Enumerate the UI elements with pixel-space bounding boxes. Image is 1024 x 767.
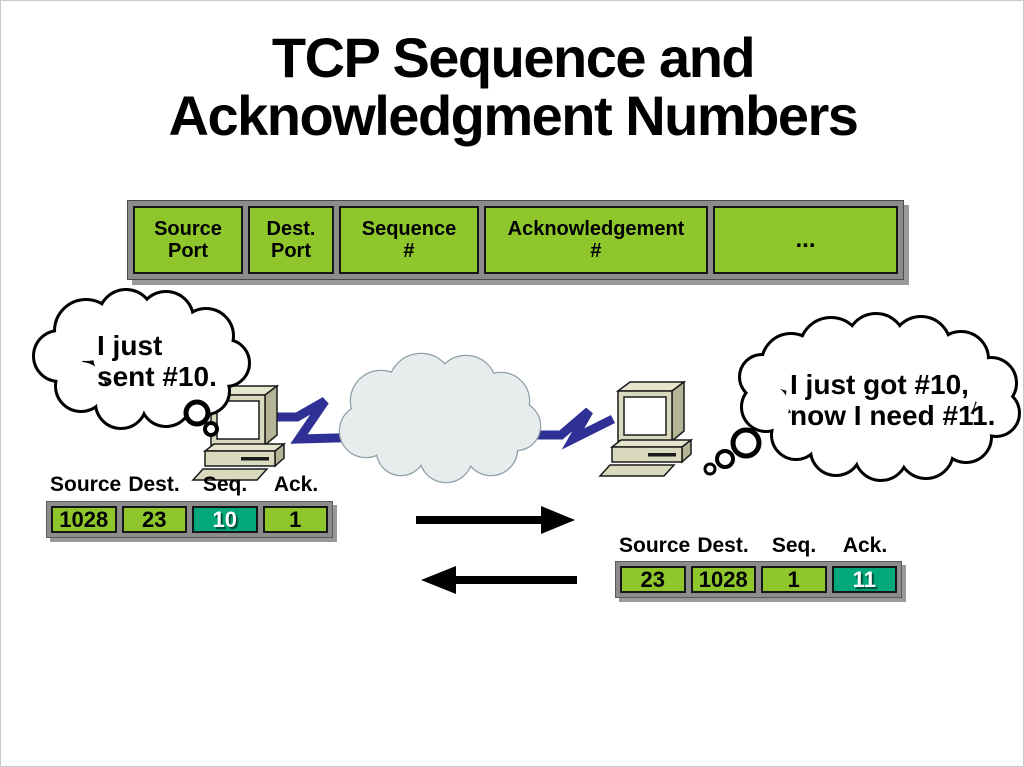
receiver-seq-value: 1 [761,566,827,593]
sender-table-headers: Source Dest. Seq. Ack. [46,473,333,497]
sender-header-seq: Seq. [202,473,248,496]
network-cloud-icon [338,352,542,484]
receiver-header-dest: Dest. [697,534,749,557]
field-ellipsis: ... [713,206,898,274]
link-sender-to-cloud-icon [263,397,372,444]
receiver-header-source: Source [619,534,691,557]
sender-seq-value: 10 [192,506,258,533]
receiver-computer-icon [599,381,692,477]
receiver-ack-value: 11 [831,566,897,593]
sender-ack-value: 1 [262,506,328,533]
receiver-header-seq: Seq. [771,534,817,557]
receiver-header-ack: Ack. [842,534,888,557]
tcp-header-fields: Source Port Dest. Port Sequence # Acknow… [127,200,904,280]
receiver-table-headers: Source Dest. Seq. Ack. [615,534,902,558]
field-acknowledgement-number: Acknowledgement # [484,206,708,274]
sender-header-dest: Dest. [128,473,180,496]
sender-dest-value: 23 [121,506,187,533]
ack-segment-arrow-left-icon [421,566,577,594]
field-source-port: Source Port [133,206,243,274]
slide-title: TCP Sequence and Acknowledgment Numbers [168,26,859,147]
sender-thought-text: I just sent #10. [97,330,217,392]
link-cloud-to-receiver-icon [533,407,616,450]
receiver-thought-text: I just got #10, now I need #11. [790,369,996,431]
receiver-dest-value: 1028 [690,566,756,593]
sender-source-value: 1028 [51,506,117,533]
receiver-source-value: 23 [620,566,686,593]
field-dest-port: Dest. Port [248,206,334,274]
sender-header-source: Source [50,473,122,496]
sender-computer-icon [192,385,285,481]
sender-header-ack: Ack. [273,473,319,496]
data-segment-arrow-right-icon [416,506,575,534]
sender-packet-table: 1028 23 10 1 [46,501,333,538]
receiver-packet-table: 23 1028 1 11 [615,561,902,598]
field-sequence-number: Sequence # [339,206,479,274]
